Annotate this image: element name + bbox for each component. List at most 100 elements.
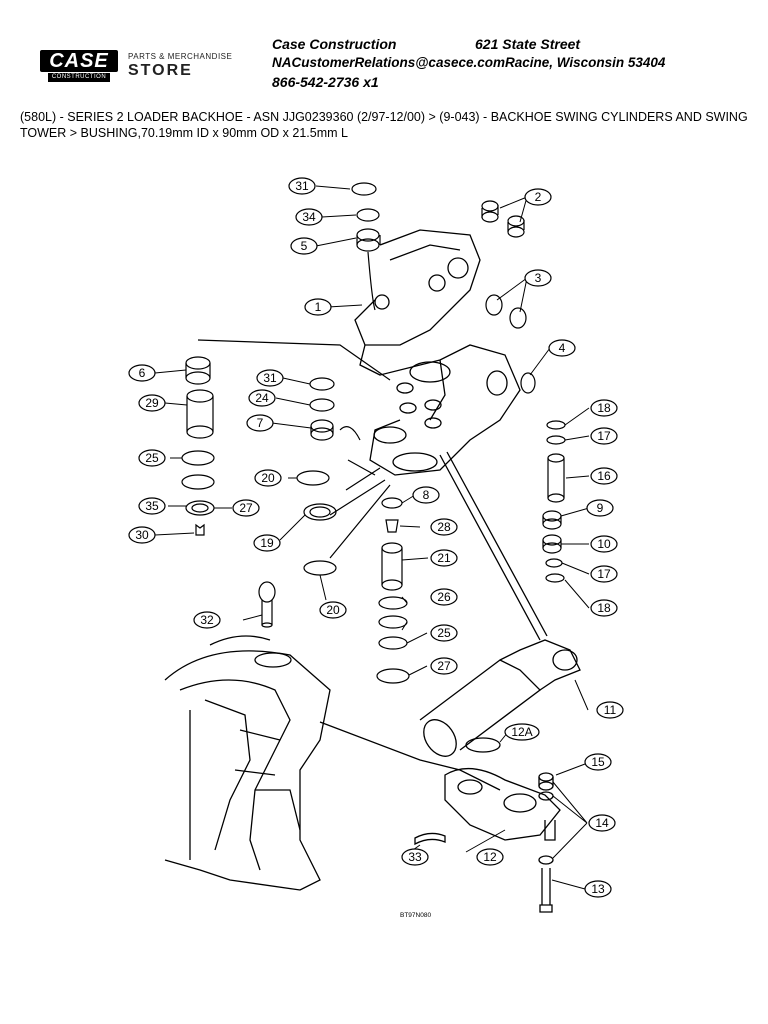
store-logo-line1: PARTS & MERCHANDISE bbox=[128, 52, 233, 61]
callout-bubble bbox=[590, 565, 618, 583]
callout-bubble bbox=[232, 499, 260, 517]
callout-bubble bbox=[590, 399, 618, 417]
store-logo-line2: STORE bbox=[128, 62, 193, 79]
case-logo-mark: CASE bbox=[40, 50, 118, 72]
callout-bubble bbox=[476, 848, 504, 866]
callout-bubble bbox=[138, 449, 166, 467]
callout-bubble bbox=[524, 269, 552, 287]
callout-bubble bbox=[430, 624, 458, 642]
callout-label[interactable]: 25 bbox=[145, 451, 159, 465]
callout-bubble bbox=[128, 364, 156, 382]
callout-label[interactable]: 31 bbox=[295, 179, 309, 193]
company-name: Case Construction bbox=[272, 36, 397, 52]
callout-label[interactable]: 30 bbox=[135, 528, 149, 542]
callout-bubble bbox=[304, 298, 332, 316]
breadcrumb: (580L) - SERIES 2 LOADER BACKHOE - ASN J… bbox=[20, 110, 748, 140]
callout-bubble bbox=[319, 601, 347, 619]
callout-bubble bbox=[401, 848, 429, 866]
street-address: 621 State Street bbox=[475, 36, 581, 52]
callout-label[interactable]: 4 bbox=[559, 341, 566, 355]
callout-bubble bbox=[596, 701, 624, 719]
callout-bubble bbox=[138, 497, 166, 515]
callout-label[interactable]: 9 bbox=[597, 501, 604, 515]
callout-label[interactable]: 17 bbox=[597, 567, 611, 581]
callout-label[interactable]: 33 bbox=[408, 850, 422, 864]
callout-bubble bbox=[128, 526, 156, 544]
callout-label[interactable]: 32 bbox=[200, 613, 214, 627]
figure-code: BT97N080 bbox=[400, 912, 431, 919]
callout-label[interactable]: 8 bbox=[423, 488, 430, 502]
callout-label[interactable]: 25 bbox=[437, 626, 451, 640]
callout-label[interactable]: 13 bbox=[591, 882, 605, 896]
callout-label[interactable]: 31 bbox=[263, 371, 277, 385]
callout-bubble bbox=[584, 880, 612, 898]
email-city[interactable]: NACustomerRelations@casece.comRacine, Wi… bbox=[272, 55, 666, 70]
callout-label[interactable]: 27 bbox=[239, 501, 253, 515]
callout-label[interactable]: 28 bbox=[437, 520, 451, 534]
swing-cylinder bbox=[419, 451, 581, 757]
callout-bubble bbox=[586, 499, 614, 517]
callout-bubble bbox=[524, 188, 552, 206]
swing-link bbox=[319, 721, 561, 913]
pin-32 bbox=[258, 581, 276, 628]
callout-bubble bbox=[590, 427, 618, 445]
leader-lines bbox=[154, 185, 590, 890]
callout-bubble bbox=[588, 814, 616, 832]
upper-parts bbox=[351, 182, 536, 394]
callout-label[interactable]: 19 bbox=[260, 536, 274, 550]
callout-label[interactable]: 20 bbox=[326, 603, 340, 617]
callout-bubble bbox=[246, 414, 274, 432]
callout-label[interactable]: 24 bbox=[255, 391, 269, 405]
callout-label[interactable]: 11 bbox=[604, 703, 617, 717]
callout-label[interactable]: 12 bbox=[483, 850, 497, 864]
callout-bubble bbox=[254, 469, 282, 487]
swing-tower bbox=[354, 229, 521, 476]
callout-bubble bbox=[138, 394, 166, 412]
callout-bubble bbox=[548, 339, 576, 357]
callout-label[interactable]: 10 bbox=[597, 537, 611, 551]
callout-label[interactable]: 18 bbox=[597, 601, 611, 615]
callout-label[interactable]: 15 bbox=[591, 755, 605, 769]
callout-label[interactable]: 3 bbox=[535, 271, 542, 285]
callout-bubble bbox=[248, 389, 276, 407]
callout-label[interactable]: 18 bbox=[597, 401, 611, 415]
case-logo-sub: CONSTRUCTION bbox=[48, 73, 110, 82]
callout-bubble bbox=[256, 369, 284, 387]
callout-bubble bbox=[584, 753, 612, 771]
store-logo[interactable]: PARTS & MERCHANDISE STORE bbox=[128, 52, 248, 80]
callout-bubble bbox=[288, 177, 316, 195]
callout-label[interactable]: 20 bbox=[261, 471, 275, 485]
callout-label[interactable]: 14 bbox=[595, 816, 609, 830]
callout-label[interactable]: 2 bbox=[535, 190, 542, 204]
callout-bubble bbox=[295, 208, 323, 226]
callout-label[interactable]: 16 bbox=[597, 469, 611, 483]
callout-label[interactable]: 27 bbox=[437, 659, 451, 673]
callout-label[interactable]: 21 bbox=[437, 551, 451, 565]
callout-bubble bbox=[590, 535, 618, 553]
callout-bubble bbox=[290, 237, 318, 255]
callout-label[interactable]: 12A bbox=[511, 725, 532, 739]
callout-label[interactable]: 6 bbox=[139, 366, 146, 380]
callout-label[interactable]: 34 bbox=[302, 210, 316, 224]
callout-bubble bbox=[430, 588, 458, 606]
case-logo[interactable]: CASE CONSTRUCTION bbox=[40, 50, 120, 82]
callout-bubble bbox=[253, 534, 281, 552]
callout-label[interactable]: 7 bbox=[257, 416, 264, 430]
callout-bubble bbox=[412, 486, 440, 504]
callout-label[interactable]: 1 bbox=[315, 300, 322, 314]
callout-bubble bbox=[590, 599, 618, 617]
callout-bubble bbox=[504, 723, 540, 741]
phone-number[interactable]: 866-542-2736 x1 bbox=[272, 74, 379, 90]
backhoe-frame bbox=[164, 635, 331, 891]
callout-label[interactable]: 26 bbox=[437, 590, 451, 604]
callout-label[interactable]: 17 bbox=[597, 429, 611, 443]
callout-bubble bbox=[430, 518, 458, 536]
callout-label[interactable]: 35 bbox=[145, 499, 159, 513]
callout-label[interactable]: 5 bbox=[301, 239, 308, 253]
callout-label[interactable]: 29 bbox=[145, 396, 159, 410]
callout-bubble bbox=[430, 549, 458, 567]
callout-bubble bbox=[590, 467, 618, 485]
right-parts bbox=[542, 420, 566, 583]
